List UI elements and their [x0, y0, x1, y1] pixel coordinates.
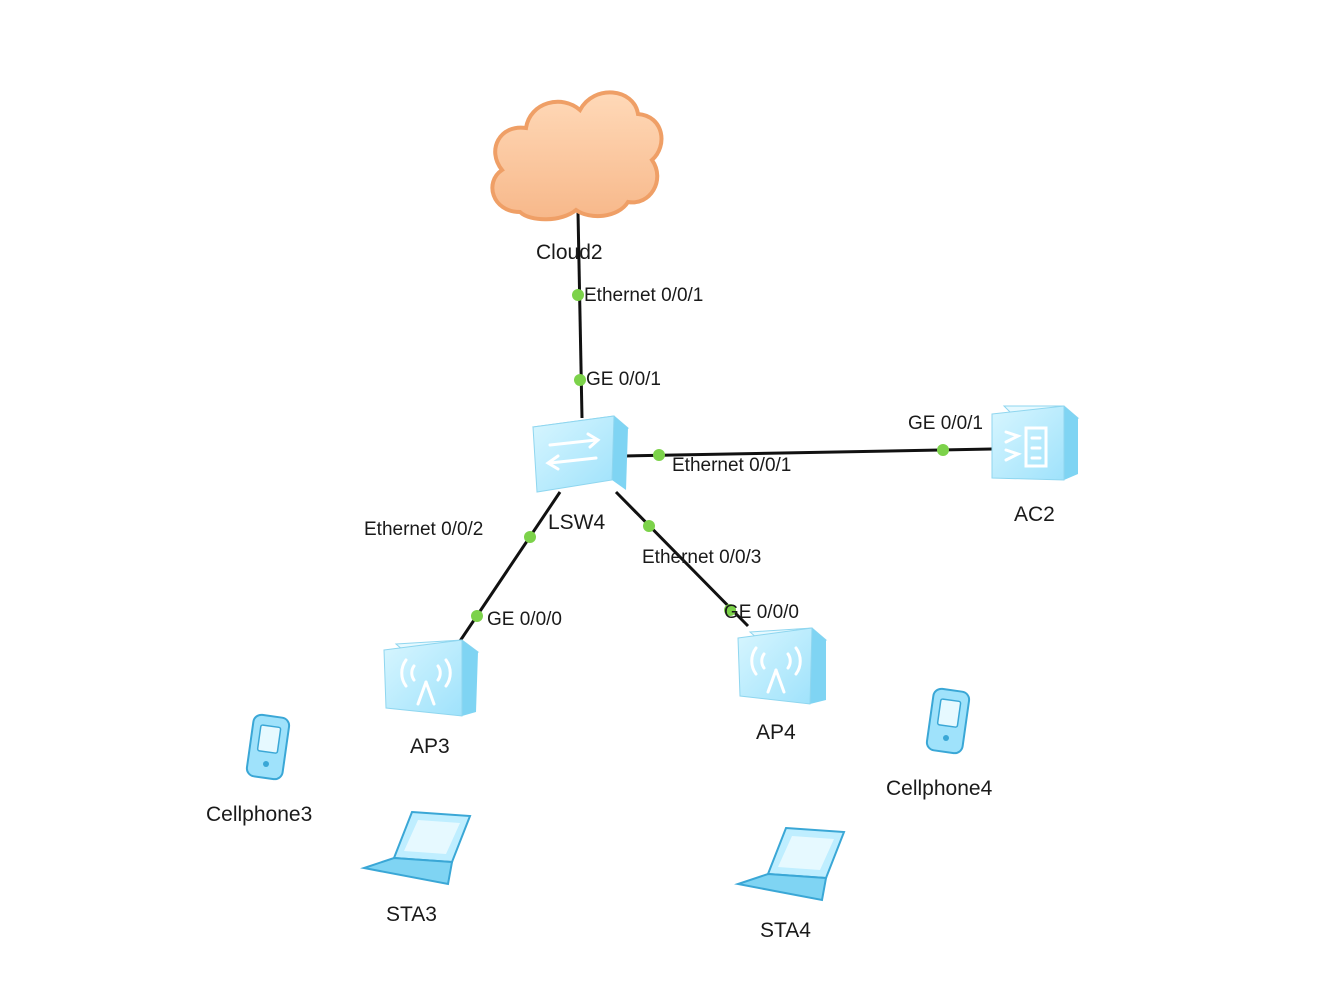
device-label-sta4: STA4: [760, 919, 811, 942]
port-label-ap4-ge000: GE 0/0/0: [724, 602, 799, 623]
cellphone-icon[interactable]: [245, 713, 291, 781]
access-controller-icon[interactable]: [991, 405, 1080, 481]
port-dots: [471, 289, 949, 622]
device-label-cellphone4: Cellphone4: [886, 777, 993, 800]
port-dot-lsw4-eth002[interactable]: [524, 531, 536, 543]
port-label-cloud2-eth001: Ethernet 0/0/1: [584, 285, 704, 306]
port-label-ac2-ge001: GE 0/0/1: [908, 413, 983, 434]
device-label-sta3: STA3: [386, 903, 437, 926]
laptop-icon[interactable]: [360, 810, 472, 886]
device-label-ap3: AP3: [410, 735, 450, 758]
device-label-cloud2: Cloud2: [536, 241, 603, 264]
port-label-lsw4-eth001: Ethernet 0/0/1: [672, 455, 792, 476]
device-label-lsw4: LSW4: [548, 511, 606, 534]
port-dot-ap4-ge000[interactable]: [724, 604, 736, 616]
port-dot-ac2-ge001[interactable]: [937, 444, 949, 456]
cloud-icon[interactable]: [490, 90, 664, 222]
laptop-icon[interactable]: [734, 826, 846, 902]
port-label-lsw4-eth003: Ethernet 0/0/3: [642, 547, 762, 568]
port-label-lsw4-eth002: Ethernet 0/0/2: [364, 519, 484, 540]
link-lsw4-ac2[interactable]: [623, 447, 993, 458]
access-point-icon[interactable]: [383, 639, 480, 717]
port-dot-cloud2-eth001[interactable]: [572, 289, 584, 301]
port-dot-lsw4-eth003[interactable]: [643, 520, 655, 532]
device-label-ac2: AC2: [1014, 503, 1055, 526]
port-dot-lsw4-eth001[interactable]: [653, 449, 665, 461]
port-label-lsw4-ge001: GE 0/0/1: [586, 369, 661, 390]
access-point-icon[interactable]: [737, 627, 828, 705]
port-dot-lsw4-ge001[interactable]: [574, 374, 586, 386]
switch-icon[interactable]: [532, 415, 630, 493]
port-label-ap3-ge000: GE 0/0/0: [487, 609, 562, 630]
device-label-ap4: AP4: [756, 721, 796, 744]
port-dot-ap3-ge000[interactable]: [471, 610, 483, 622]
link-lsw4-ap4[interactable]: [614, 490, 750, 628]
device-label-cellphone3: Cellphone3: [206, 803, 313, 826]
cellphone-icon[interactable]: [925, 687, 971, 755]
